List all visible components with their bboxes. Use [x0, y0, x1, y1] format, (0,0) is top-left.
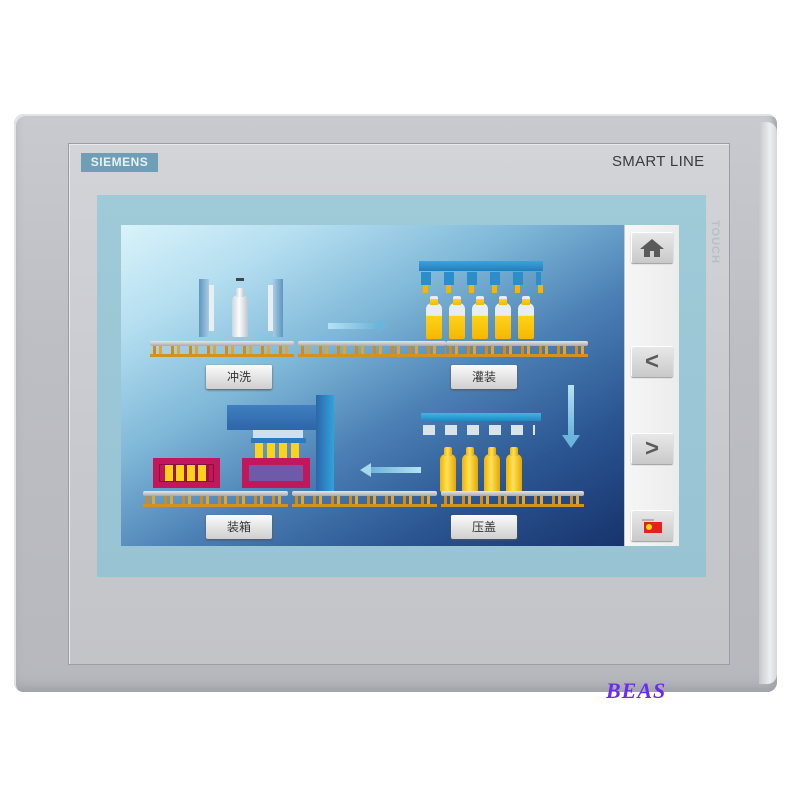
conveyor-transfer-top	[298, 341, 446, 357]
fill-manifold	[419, 261, 543, 271]
capping-station-button[interactable]: 压盖	[451, 515, 517, 539]
cap-press-bar	[421, 413, 541, 421]
brand-logo: SIEMENS	[81, 153, 158, 172]
home-button[interactable]	[631, 232, 673, 263]
hmi-screen: 冲洗 灌装 压盖 装	[121, 225, 624, 546]
navigation-sidebar: < >	[624, 225, 679, 546]
filling-bottle	[518, 296, 534, 339]
packed-bottles	[165, 465, 209, 481]
gripper-frame	[253, 430, 303, 438]
conveyor-capping	[441, 491, 584, 507]
capped-bottle	[484, 447, 500, 492]
next-screen-button[interactable]: >	[631, 433, 673, 464]
arrow-left-head-icon	[360, 463, 371, 477]
rinse-station-button[interactable]: 冲洗	[206, 365, 272, 389]
flow-arrow-right	[328, 323, 378, 329]
touch-label: TOUCH	[709, 220, 721, 264]
filling-station-button[interactable]: 灌装	[451, 365, 517, 389]
conveyor-transfer-bottom	[292, 491, 437, 507]
flow-arrow-down	[568, 385, 574, 435]
flow-arrow-left	[371, 467, 421, 473]
capped-bottle	[440, 447, 456, 492]
open-box-interior	[249, 465, 303, 481]
conveyor-rinse	[150, 341, 294, 357]
gripper-bar	[251, 438, 306, 443]
home-icon	[640, 238, 664, 257]
rinse-spray-left	[209, 285, 214, 331]
empty-bottle	[232, 288, 248, 337]
bottle-cap	[236, 278, 244, 281]
conveyor-boxing	[143, 491, 288, 507]
filling-bottle	[449, 296, 465, 339]
rinse-nozzle-right	[273, 279, 283, 337]
arrow-down-head-icon	[562, 435, 580, 448]
boxing-station-button[interactable]: 装箱	[206, 515, 272, 539]
fill-nozzles	[423, 285, 543, 293]
capped-bottle	[462, 447, 478, 492]
capped-bottle	[506, 447, 522, 492]
robot-arm-beam	[227, 405, 322, 430]
language-button[interactable]	[631, 510, 673, 541]
rinse-spray-right	[268, 285, 273, 331]
filling-bottle	[472, 296, 488, 339]
previous-screen-button[interactable]: <	[631, 346, 673, 377]
watermark: BEAS	[606, 678, 667, 703]
fill-heads	[421, 272, 541, 285]
arrow-right-head-icon	[378, 319, 389, 333]
filling-bottle	[495, 296, 511, 339]
robot-column	[316, 395, 334, 491]
flag-icon	[642, 519, 662, 533]
chevron-left-icon: <	[644, 347, 659, 375]
chevron-right-icon: >	[644, 434, 659, 462]
filling-bottle	[426, 296, 442, 339]
rinse-nozzle-left	[199, 279, 209, 337]
frame-edge	[759, 122, 777, 684]
conveyor-fill	[446, 341, 588, 357]
model-line-label: SMART LINE	[612, 153, 705, 170]
cap-press-heads	[423, 425, 535, 435]
